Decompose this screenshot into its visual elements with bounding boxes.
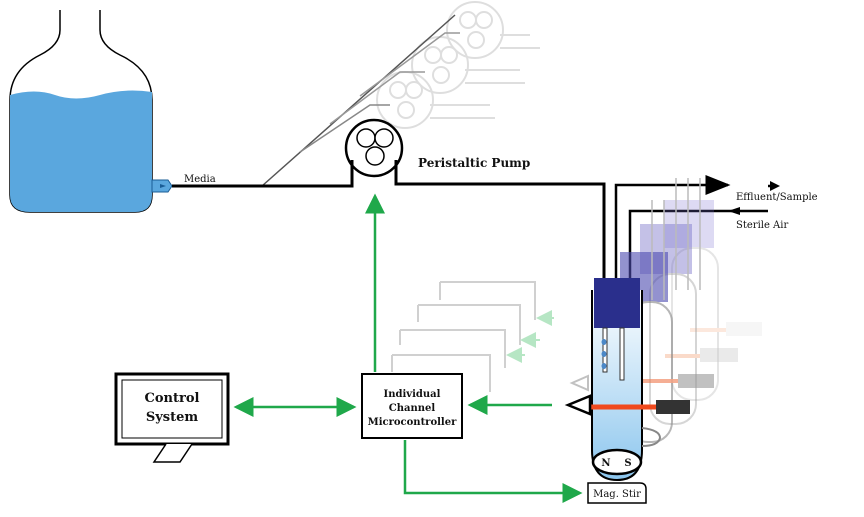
- monitor-icon: [152, 443, 193, 463]
- stir-plate-icon: [587, 482, 647, 504]
- effluent-sample-label: Effluent/Sample: [736, 192, 818, 203]
- peristaltic-pump: [344, 118, 404, 178]
- magnet-north-label: N: [601, 458, 610, 469]
- manifold-lines: [261, 14, 460, 187]
- microcontroller-label-1: Individual: [384, 389, 441, 400]
- air-bubbles: [601, 339, 607, 369]
- ghost-signal-arrows: [506, 310, 554, 363]
- control-system: [114, 372, 230, 463]
- mag-stir-label: Mag. Stir: [593, 489, 641, 500]
- magnet-south-label: S: [624, 458, 631, 469]
- stir-magnet: [591, 448, 643, 476]
- microcontroller-label-3: Microcontroller: [368, 417, 457, 428]
- microcontroller-label-2: Channel: [389, 403, 436, 414]
- photodetector: [656, 400, 690, 414]
- ghost-microcontrollers: [391, 281, 536, 392]
- sterile-air-arrowhead: [728, 207, 740, 215]
- control-system-label-2: System: [146, 410, 199, 425]
- reactor-vessel: [564, 278, 690, 482]
- vessel-cap: [594, 278, 640, 328]
- ghost-vessels: [620, 178, 762, 443]
- media-liquid: [10, 90, 152, 212]
- media-bottle: [9, 10, 173, 213]
- eye-sensor-icon: [564, 394, 592, 416]
- microcontroller-box: [361, 373, 463, 439]
- media-label: Media: [184, 174, 216, 185]
- control-system-label-1: Control: [145, 391, 200, 406]
- peristaltic-pump-label: Peristaltic Pump: [418, 156, 530, 170]
- signal-arrows: [233, 193, 583, 503]
- sterile-air-label: Sterile Air: [736, 220, 788, 231]
